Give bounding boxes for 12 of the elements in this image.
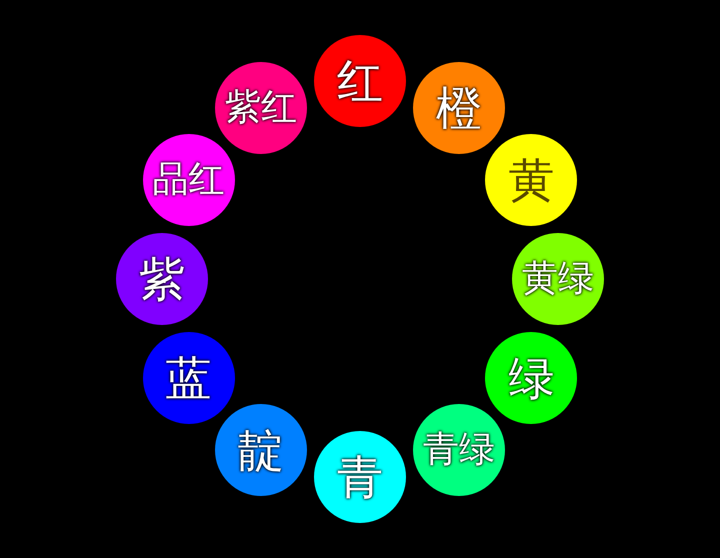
color-name: 青 <box>337 454 383 500</box>
color-name: 品红 <box>152 162 225 198</box>
color-name: 靛 <box>238 427 284 474</box>
color-name: 青绿 <box>423 432 495 468</box>
color-name: 黄绿 <box>522 261 594 297</box>
color-name: 紫 <box>139 256 185 302</box>
color-name: 黄 <box>508 157 554 203</box>
color-name: 紫红 <box>225 90 297 126</box>
color-name: 蓝 <box>166 355 212 401</box>
color-name: 红 <box>337 58 383 104</box>
color-name: 绿 <box>508 355 554 401</box>
color-name: 橙 <box>436 84 482 131</box>
